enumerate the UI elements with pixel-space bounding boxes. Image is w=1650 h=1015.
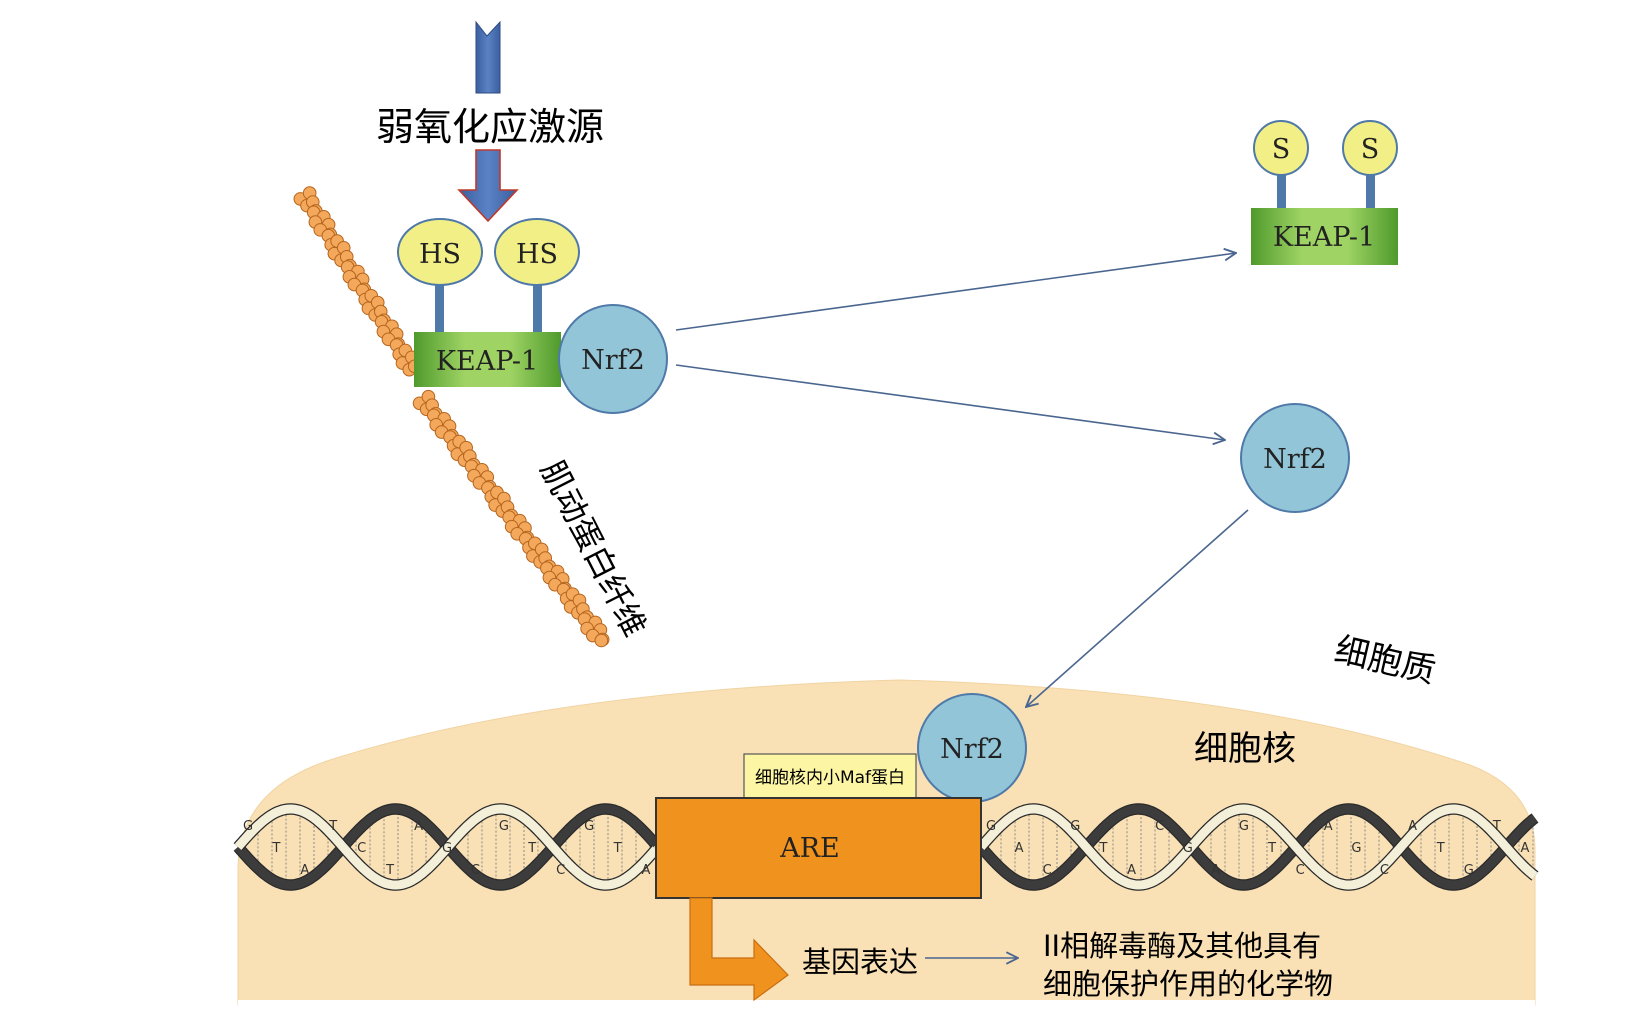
dna-base-letter: T	[271, 841, 280, 856]
actin-filament	[293, 186, 610, 648]
dna-strand	[234, 804, 660, 890]
dna-base-letter: A	[1324, 819, 1333, 834]
thiol-label-1: HS	[419, 239, 461, 270]
oxidized-keap1-box	[1251, 208, 1398, 265]
dna-base-letter: T	[1436, 841, 1445, 856]
products-label-line1: II相解毒酶及其他具有	[1043, 929, 1321, 963]
complex-keap1-box	[414, 332, 561, 387]
dna-base-letter: T	[1098, 841, 1107, 856]
dna-base-letter: G	[243, 819, 253, 834]
dna-base-letter: A	[1408, 819, 1417, 834]
dna-base-letter: T	[328, 819, 337, 834]
free-nrf2-circle	[1240, 403, 1350, 513]
dna-strand	[977, 804, 1538, 890]
dna-base-letter: T	[385, 863, 394, 878]
dna-base-letter: T	[527, 841, 536, 856]
dna-double-helix-right: G A C G T A C G A G T C A G C A T G T A	[976, 803, 1539, 891]
arrow-to-free-nrf2	[675, 364, 1225, 440]
complex-nrf2-label: Nrf2	[581, 345, 645, 376]
dna-base-letter: T	[1267, 841, 1276, 856]
oxidized-keap1-label: KEAP-1	[1273, 222, 1375, 253]
dna-base-letter: C	[357, 841, 366, 856]
thiol-label-2: HS	[516, 239, 558, 270]
dna-double-helix-left: G T A T C T A G C G T C G T A	[233, 803, 661, 891]
dna-base-letter: T	[1492, 819, 1501, 834]
dna-base-letter: C	[471, 863, 480, 878]
cytoplasm-label: 细胞质	[1331, 630, 1439, 692]
dna-base-letter: C	[1380, 863, 1389, 878]
dna-base-letter: A	[1015, 841, 1024, 856]
nucleus-label: 细胞核	[1194, 729, 1296, 769]
dna-base-letter: G	[986, 819, 996, 834]
dna-base-letter: G	[1239, 819, 1249, 834]
dna-base-letter: G	[442, 841, 452, 856]
dna-base-letter: C	[1296, 863, 1305, 878]
dna-base-letter: A	[1211, 863, 1220, 878]
stressor-label: 弱氧化应激源	[376, 105, 604, 149]
dna-base-letter: A	[1127, 863, 1136, 878]
free-nrf2-label: Nrf2	[1263, 444, 1327, 475]
dna-base-letter: A	[414, 819, 423, 834]
actin-bead	[594, 633, 609, 648]
dna-base-letter: C	[556, 863, 565, 878]
complex-thiol-groups: HS HS	[397, 218, 580, 334]
oxidized-keap1: S S KEAP-1	[1251, 120, 1398, 265]
nuclear-nrf2-label: Nrf2	[940, 734, 1004, 765]
dna-base-letter: G	[1070, 819, 1080, 834]
sulfur-label-1: S	[1272, 134, 1291, 165]
sulfur-label-2: S	[1361, 134, 1380, 165]
dna-base-letter: G	[1351, 841, 1361, 856]
arrow-to-nuclear-nrf2	[1026, 509, 1249, 707]
dna-base-letter: G	[1464, 863, 1474, 878]
are-box	[655, 797, 982, 899]
dna-base-letter: G	[1183, 841, 1193, 856]
dna-base-letter: G	[499, 819, 509, 834]
dna-strand	[977, 804, 1538, 890]
dna-base-letter: C	[1043, 863, 1052, 878]
dna-base-letter: A	[300, 863, 309, 878]
complex-keap1-label: KEAP-1	[436, 346, 538, 377]
dna-base-letter: G	[584, 819, 594, 834]
actin-label: 肌动蛋白纤维	[533, 454, 654, 642]
small-maf-label: 细胞核内小Maf蛋白	[755, 768, 905, 788]
small-maf-box	[743, 753, 917, 799]
dna-base-letter: T	[613, 841, 622, 856]
products-label-line2: 细胞保护作用的化学物	[1043, 967, 1333, 1001]
stressor-arrow	[457, 20, 519, 223]
dna-base-letter: A	[1521, 841, 1530, 856]
complex-nrf2-circle	[558, 304, 668, 414]
gene-expression-label: 基因表达	[802, 945, 918, 979]
arrow-to-oxidized-keap	[675, 253, 1236, 331]
dna-base-letter: A	[642, 863, 651, 878]
are-label: ARE	[779, 833, 840, 864]
gene-expression-arrow	[689, 897, 789, 1002]
dna-base-letter: C	[1155, 819, 1164, 834]
